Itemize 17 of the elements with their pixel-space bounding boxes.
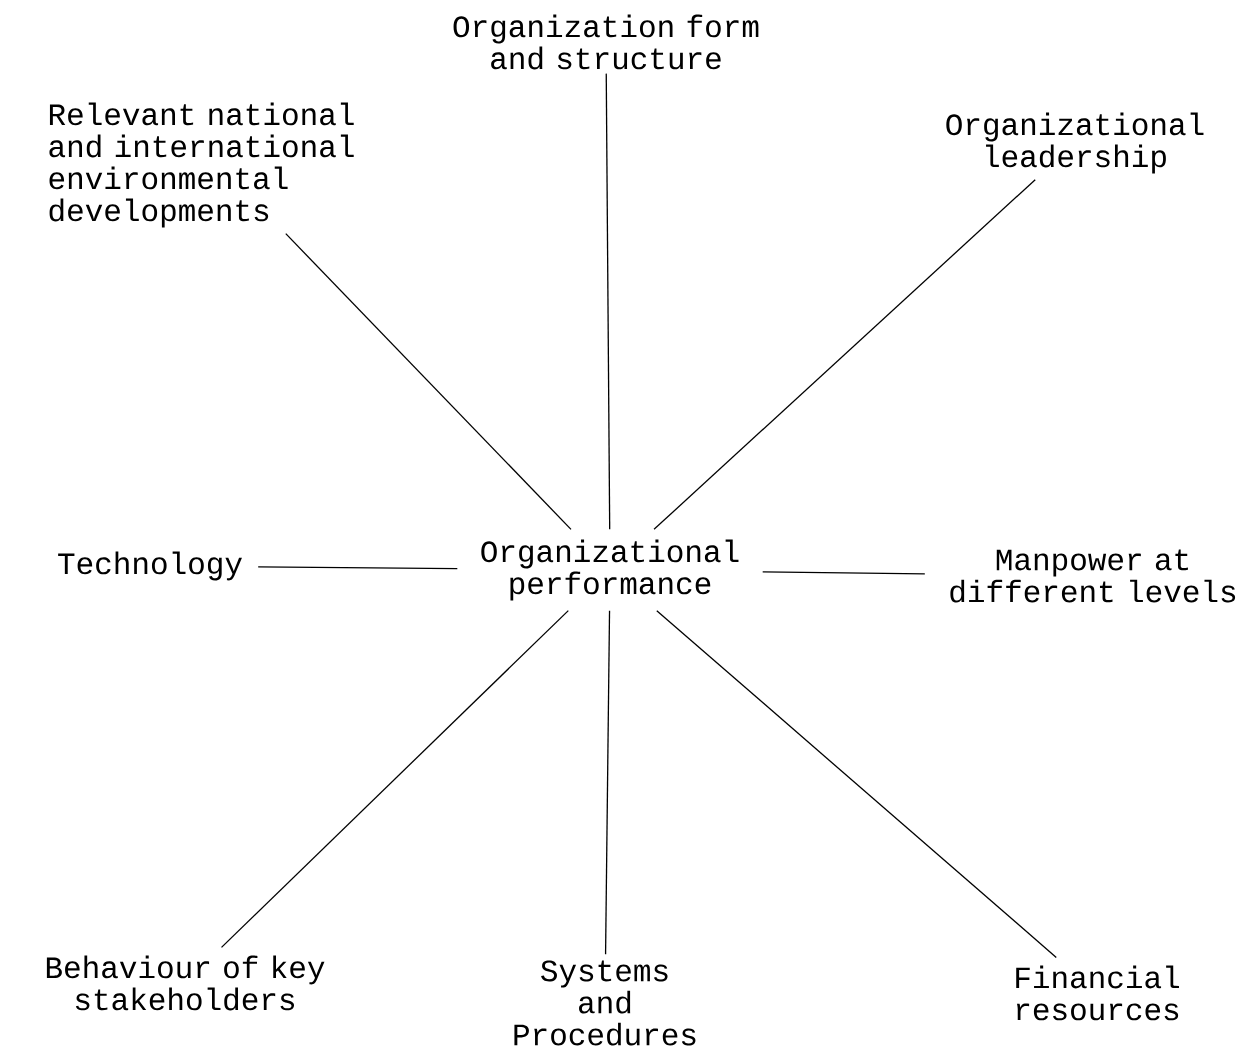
- factor-label: Financial resources: [1016, 965, 1179, 1021]
- factor-label: Technology: [58, 551, 242, 581]
- connector-line: [656, 610, 1057, 959]
- connector-line: [653, 179, 1036, 530]
- connector-line: [604, 610, 611, 955]
- factor-label: Organizational leadership: [946, 112, 1204, 174]
- center-label: Organizational performance: [481, 539, 739, 601]
- factor-label: Manpower at different levels: [950, 549, 1236, 603]
- factor-label: Organization form and structure: [453, 14, 759, 70]
- connector-line: [257, 566, 458, 570]
- factor-label: Behaviour of key stakeholders: [46, 955, 325, 1011]
- connector-line: [605, 72, 611, 530]
- factor-label: Systems and Procedures: [514, 960, 696, 1046]
- connector-line: [220, 610, 569, 948]
- factor-label: Relevant national and international environmental developments: [49, 102, 354, 228]
- connector-line: [285, 233, 572, 530]
- connector-line: [762, 571, 926, 575]
